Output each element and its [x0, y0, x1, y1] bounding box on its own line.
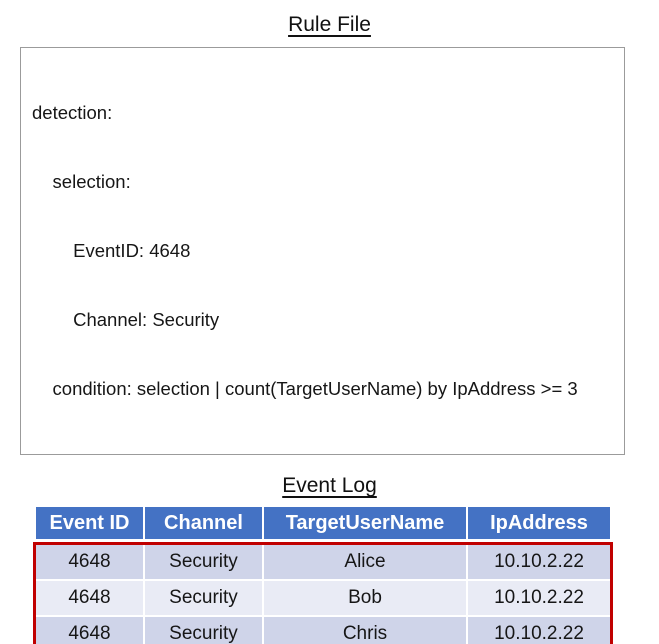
- cell-ip-address: 10.10.2.22: [468, 545, 610, 579]
- cell-target-user-name: Alice: [264, 545, 466, 579]
- event-log-title: Event Log: [0, 474, 659, 498]
- alert-group-outline-red: 4648 Security Alice 10.10.2.22 4648 Secu…: [33, 542, 613, 644]
- cell-channel: Security: [145, 581, 262, 615]
- rule-line-channel: Channel: Security: [32, 309, 220, 330]
- alert-group-rows: 4648 Security Alice 10.10.2.22 4648 Secu…: [36, 545, 610, 644]
- rule-file-box: detection: selection: EventID: 4648 Chan…: [20, 47, 625, 455]
- cell-event-id: 4648: [36, 545, 143, 579]
- cell-ip-address: 10.10.2.22: [468, 617, 610, 644]
- cell-target-user-name: Chris: [264, 617, 466, 644]
- event-log-title-text: Event Log: [282, 474, 377, 497]
- header-cell-channel: Channel: [145, 507, 262, 539]
- rule-line-selection: selection:: [32, 171, 131, 192]
- rule-file-title: Rule File: [0, 0, 659, 37]
- header-cell-ip-address: IpAddress: [468, 507, 610, 539]
- cell-target-user-name: Bob: [264, 581, 466, 615]
- cell-channel: Security: [145, 545, 262, 579]
- event-log-table: Event ID Channel TargetUserName IpAddres…: [33, 507, 613, 644]
- rule-line-detection: detection:: [32, 102, 113, 123]
- cell-event-id: 4648: [36, 617, 143, 644]
- rule-line-condition: condition: selection | count(TargetUserN…: [32, 378, 578, 399]
- cell-event-id: 4648: [36, 581, 143, 615]
- cell-ip-address: 10.10.2.22: [468, 581, 610, 615]
- table-header-row: Event ID Channel TargetUserName IpAddres…: [36, 507, 610, 539]
- cell-channel: Security: [145, 617, 262, 644]
- rule-file-title-text: Rule File: [288, 13, 371, 36]
- header-cell-target-user-name: TargetUserName: [264, 507, 466, 539]
- rule-line-eventid: EventID: 4648: [32, 240, 191, 261]
- header-cell-event-id: Event ID: [36, 507, 143, 539]
